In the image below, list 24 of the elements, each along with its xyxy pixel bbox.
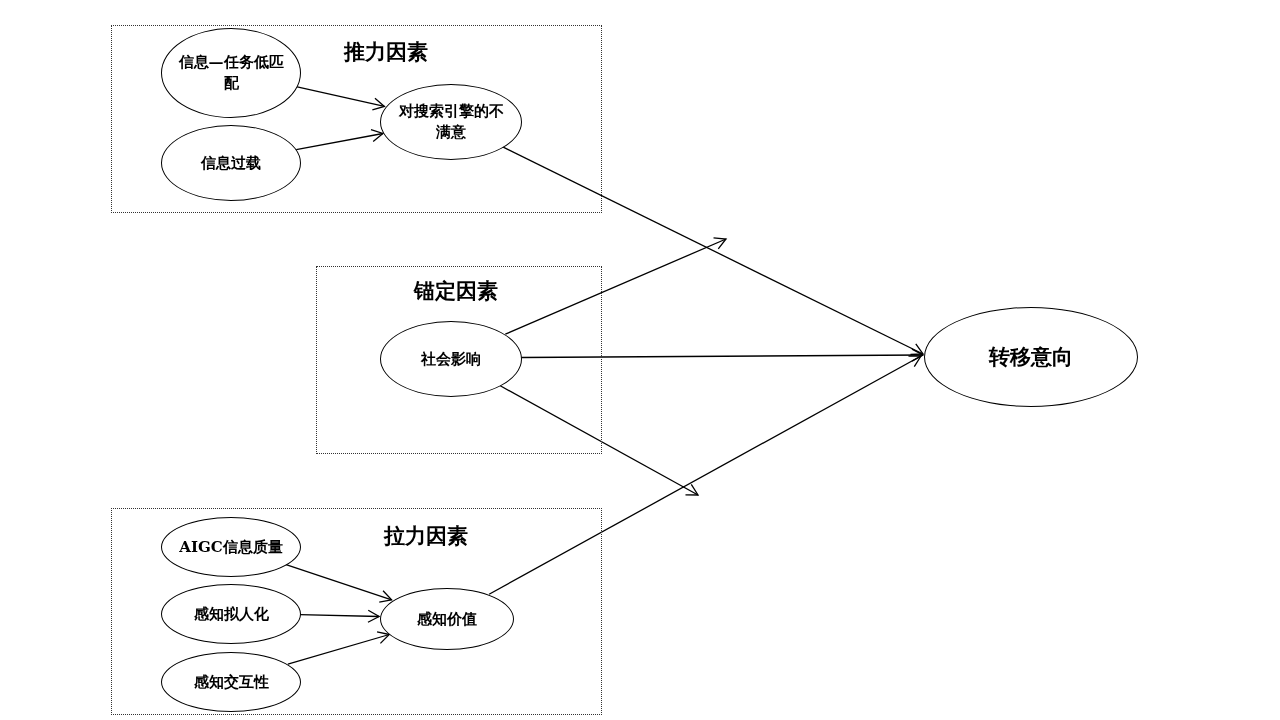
group-title: 拉力因素 <box>384 522 468 550</box>
arrow <box>498 384 699 496</box>
variable-ellipse: 感知拟人化 <box>161 584 301 644</box>
arrow <box>299 609 380 623</box>
variable-ellipse: 信息—任务低匹配 <box>161 28 301 118</box>
variable-ellipse: 转移意向 <box>924 307 1138 407</box>
variable-ellipse: 社会影响 <box>380 321 522 397</box>
group-box <box>111 508 602 715</box>
arrow <box>504 237 727 335</box>
variable-ellipse: AIGC信息质量 <box>161 517 301 577</box>
variable-ellipse: 信息过载 <box>161 125 301 201</box>
group-box <box>111 25 602 213</box>
variable-ellipse: 感知价值 <box>380 588 514 650</box>
arrow <box>284 563 393 603</box>
group-title: 锚定因素 <box>414 277 498 305</box>
arrow <box>295 128 384 151</box>
arrow <box>287 631 390 665</box>
variable-ellipse: 感知交互性 <box>161 652 301 712</box>
group-box <box>316 266 602 454</box>
arrow <box>501 146 924 356</box>
group-title: 推力因素 <box>344 38 428 66</box>
variable-ellipse: 对搜索引擎的不满意 <box>380 84 522 160</box>
arrow <box>488 355 922 595</box>
arrow <box>520 348 924 362</box>
